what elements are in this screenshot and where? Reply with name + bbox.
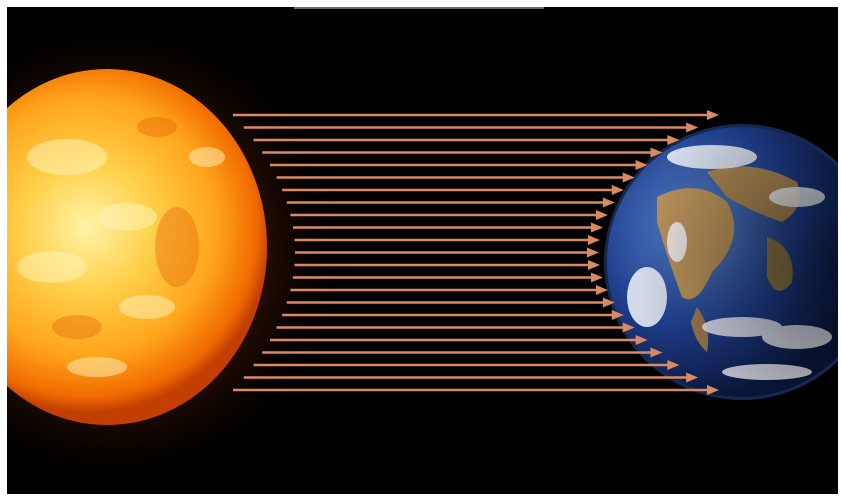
- ray-arrowhead: [595, 285, 608, 295]
- ray-arrowhead: [707, 385, 719, 395]
- ray-arrowhead: [650, 347, 663, 358]
- ray-arrowhead: [602, 297, 615, 308]
- ray-arrowhead: [602, 197, 615, 208]
- ray-arrowhead: [667, 360, 680, 370]
- top-divider: [294, 7, 544, 9]
- sunlight-rays: [233, 110, 719, 395]
- ray-arrowhead: [587, 247, 599, 258]
- ray-arrowhead: [611, 310, 624, 320]
- ray-arrowhead: [622, 172, 635, 183]
- ray-arrowhead: [707, 110, 719, 120]
- ray-arrowhead: [587, 235, 600, 245]
- ray-arrowhead: [635, 335, 648, 345]
- sun-earth-scene: [7, 7, 838, 494]
- illustration-frame: [7, 7, 838, 494]
- ray-arrowhead: [622, 322, 635, 333]
- ray-arrowhead: [611, 185, 624, 195]
- ray-arrowhead: [667, 135, 680, 145]
- ray-arrowhead: [590, 272, 603, 283]
- ray-arrowhead: [587, 260, 600, 270]
- ray-arrowhead: [590, 222, 603, 233]
- ray-arrowhead: [650, 147, 663, 158]
- ray-arrowhead: [686, 372, 699, 383]
- sun: [7, 7, 362, 494]
- ray-arrowhead: [686, 122, 699, 133]
- ray-arrowhead: [595, 210, 608, 220]
- ray-arrowhead: [635, 160, 648, 170]
- earth: [604, 124, 838, 400]
